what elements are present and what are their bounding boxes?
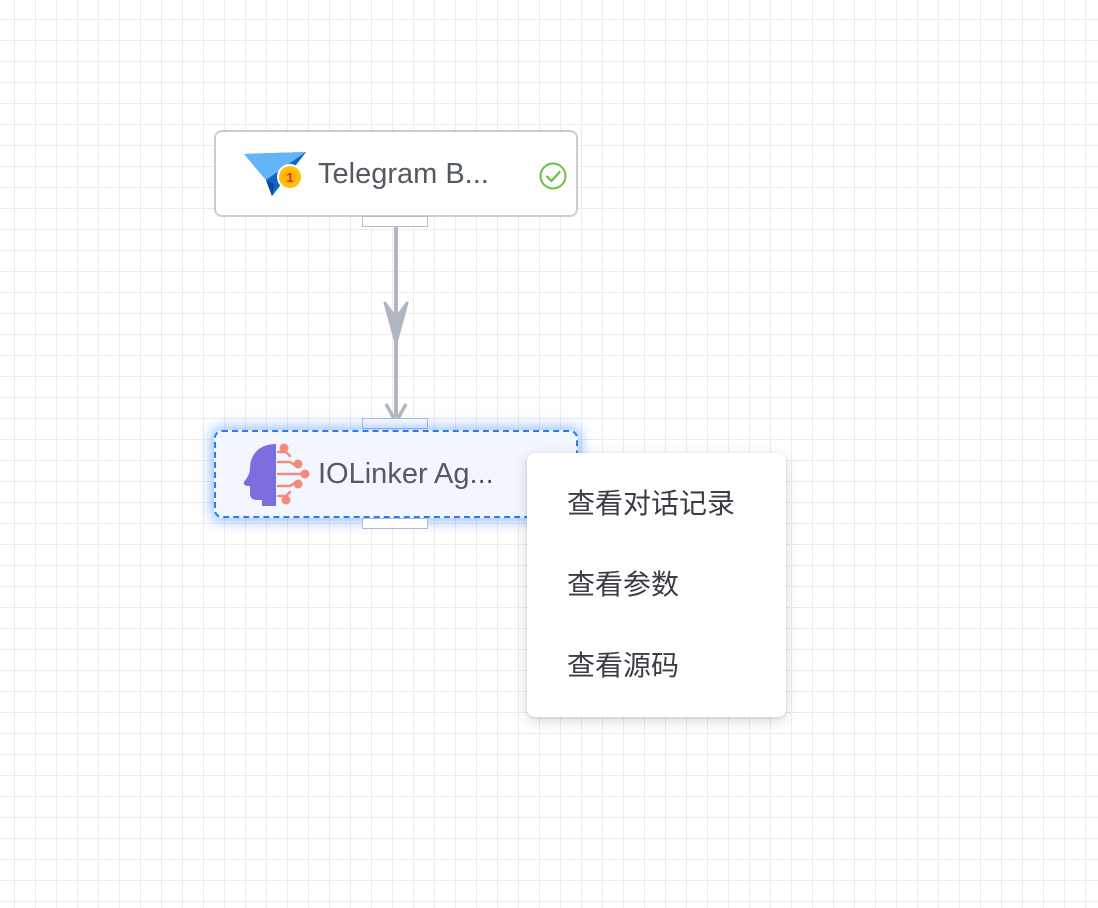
node-label: Telegram B... [318, 158, 489, 190]
input-port-agent[interactable] [362, 418, 428, 429]
node-telegram-bot[interactable]: 1 Telegram B... [214, 130, 578, 217]
arrowhead-icon [383, 301, 409, 345]
node-label: IOLinker Ag... [318, 458, 494, 490]
node-iolinker-agent[interactable]: IOLinker Ag... [214, 430, 578, 518]
output-port-telegram[interactable] [362, 216, 428, 227]
menu-item-view-parameters[interactable]: 查看参数 [567, 568, 680, 601]
menu-item-view-chat-history[interactable]: 查看对话记录 [567, 487, 736, 520]
menu-item-view-source[interactable]: 查看源码 [567, 649, 680, 682]
success-check-icon [539, 162, 567, 190]
svg-text:1: 1 [286, 170, 293, 185]
ai-head-icon [243, 443, 310, 506]
output-port-agent[interactable] [362, 518, 428, 529]
paper-plane-badge-icon: 1 [244, 152, 306, 196]
context-menu: 查看对话记录 查看参数 查看源码 [527, 453, 786, 717]
